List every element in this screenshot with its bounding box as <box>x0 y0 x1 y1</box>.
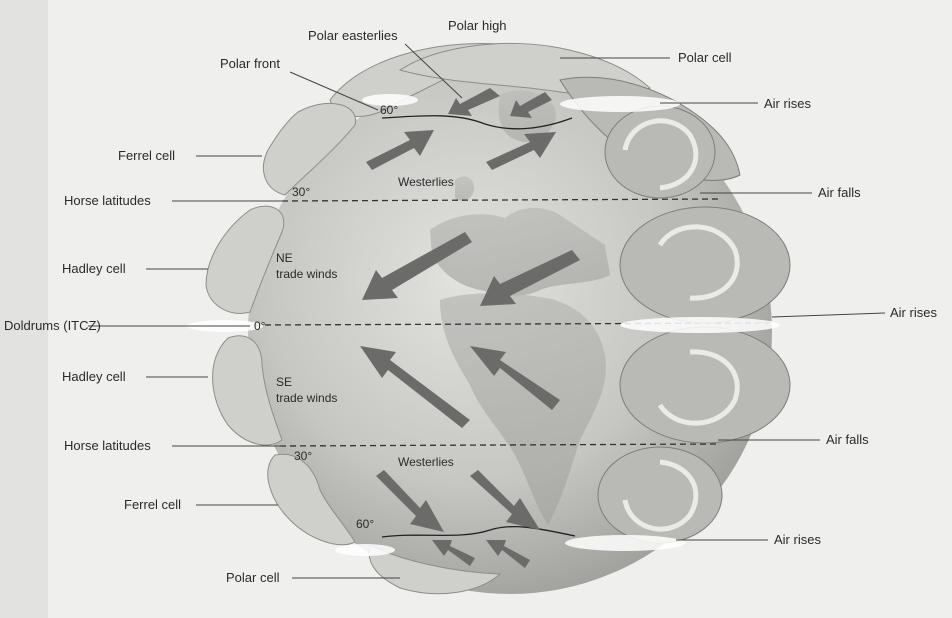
label-doldrums: Doldrums (ITCZ) <box>4 318 101 333</box>
degree-60-south: 60° <box>356 517 374 531</box>
leader-air-rises-equator <box>772 313 885 317</box>
label-horse-latitudes-south: Horse latitudes <box>64 438 151 453</box>
label-ferrel-cell-top: Ferrel cell <box>118 148 175 163</box>
cloud-polar-south-left <box>335 544 395 556</box>
label-ne-trade-line2: trade winds <box>276 267 337 281</box>
degree-60-north: 60° <box>380 103 398 117</box>
label-polar-cell-top: Polar cell <box>678 50 732 65</box>
label-hadley-cell-south: Hadley cell <box>62 369 126 384</box>
cloud-equator-right <box>620 317 780 333</box>
label-air-falls-north: Air falls <box>818 185 861 200</box>
label-se-trade-line1: SE <box>276 375 292 389</box>
label-westerlies-south: Westerlies <box>398 455 454 469</box>
label-ne-trade-line1: NE <box>276 251 293 265</box>
label-polar-high: Polar high <box>448 18 507 33</box>
hadley-cell-right-south <box>620 327 790 443</box>
label-polar-cell-bottom: Polar cell <box>226 570 280 585</box>
label-air-rises-equator: Air rises <box>890 305 937 320</box>
label-ferrel-cell-bottom: Ferrel cell <box>124 497 181 512</box>
degree-30-north: 30° <box>292 185 310 199</box>
degree-30-south: 30° <box>294 449 312 463</box>
degree-equator: 0° <box>254 319 266 333</box>
label-westerlies-north: Westerlies <box>398 175 454 189</box>
label-hadley-cell-north: Hadley cell <box>62 261 126 276</box>
label-air-falls-south: Air falls <box>826 432 869 447</box>
hadley-cell-right-north <box>620 207 790 323</box>
page-edge-shadow <box>0 0 48 618</box>
label-air-rises-top: Air rises <box>764 96 811 111</box>
cloud-polar-south-right <box>565 535 685 551</box>
label-polar-front: Polar front <box>220 56 280 71</box>
label-horse-latitudes-north: Horse latitudes <box>64 193 151 208</box>
cloud-polar-north-right <box>560 96 680 112</box>
label-polar-easterlies: Polar easterlies <box>308 28 398 43</box>
label-se-trade-line2: trade winds <box>276 391 337 405</box>
label-air-rises-bottom: Air rises <box>774 532 821 547</box>
